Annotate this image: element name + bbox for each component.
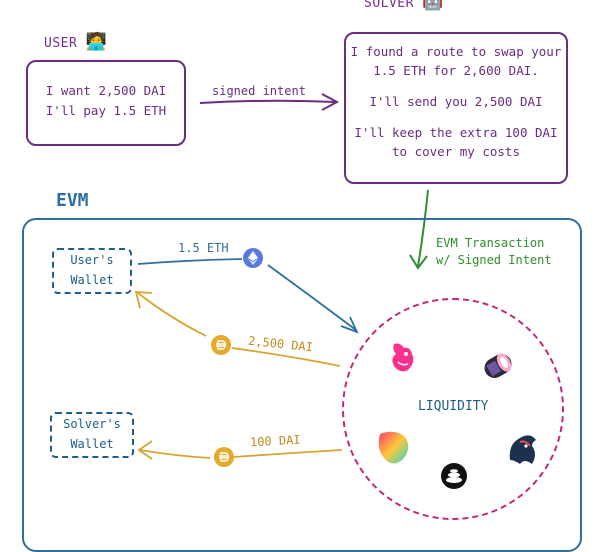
dai-icon [214,447,234,467]
evm-transaction-label: EVM Transaction w/ Signed Intent [436,235,552,269]
uniswap-icon [386,340,420,376]
user-emoji-icon: 🧑‍💻 [85,32,108,52]
solver-wallet-line2: Wallet [70,437,114,451]
dai-user-flow-line-2 [137,292,207,337]
user-intent-box: I want 2,500 DAI I'll pay 1.5 ETH [26,60,186,146]
sushiswap-icon [478,348,518,384]
dai-user-flow-line-1 [231,347,341,367]
evm-transaction-arrow [417,189,429,267]
1inch-icon [502,430,542,468]
dai-user-flow-arrowhead [134,291,153,309]
user-label: USER 🧑‍💻 [44,32,108,52]
solver-line4: I'll keep the extra 100 DAI [354,125,558,140]
user-intent-line1: I want 2,500 DAI [45,83,167,98]
liquidity-label: LIQUIDITY [418,399,489,414]
diagram-arrows [134,93,429,460]
solver-line3: I'll send you 2,500 DAI [369,94,543,109]
solver-line5: to cover my costs [392,144,520,159]
ethereum-icon [243,248,263,268]
eth-amount-label: 1.5 ETH [178,241,229,255]
dai-solver-flow-arrowhead [137,440,153,460]
signed-intent-label: signed intent [212,84,306,98]
signed-intent-arrowhead [321,93,340,111]
solver-robot-icon: 🤖 [422,0,444,12]
liquidity-pool-circle [342,298,564,520]
dai-solver-flow-line-2 [139,449,211,459]
dai-icon [211,335,231,355]
user-intent-line2: I'll pay 1.5 ETH [45,103,167,118]
evm-title: EVM [56,190,89,211]
solver-line2: 1.5 ETH for 2,600 DAI. [373,63,539,78]
eth-flow-line-1 [137,258,243,265]
signed-intent-arrow [199,99,337,104]
user-wallet-line1: User's [70,253,114,267]
eth-flow-line-2 [267,264,357,331]
evm-transaction-arrowhead [409,254,428,270]
balancer-icon [440,462,468,490]
solver-wallet-line1: Solver's [63,417,121,431]
user-wallet: User's Wallet [52,248,132,294]
solver-message-box: I found a route to swap your 1.5 ETH for… [344,32,568,184]
pancakeswap-icon [374,428,412,468]
user-wallet-line2: Wallet [70,273,114,287]
evm-transaction-line1: EVM Transaction [436,236,545,250]
dai-to-solver-label: 100 DAI [249,432,301,450]
solver-label: SOLVER 🤖 [364,0,444,12]
eth-flow-arrowhead [340,316,359,334]
dai-solver-flow-line-1 [233,449,343,458]
solver-line1: I found a route to swap your [350,44,562,59]
solver-wallet: Solver's Wallet [50,412,134,458]
evm-transaction-line2: w/ Signed Intent [436,253,552,267]
